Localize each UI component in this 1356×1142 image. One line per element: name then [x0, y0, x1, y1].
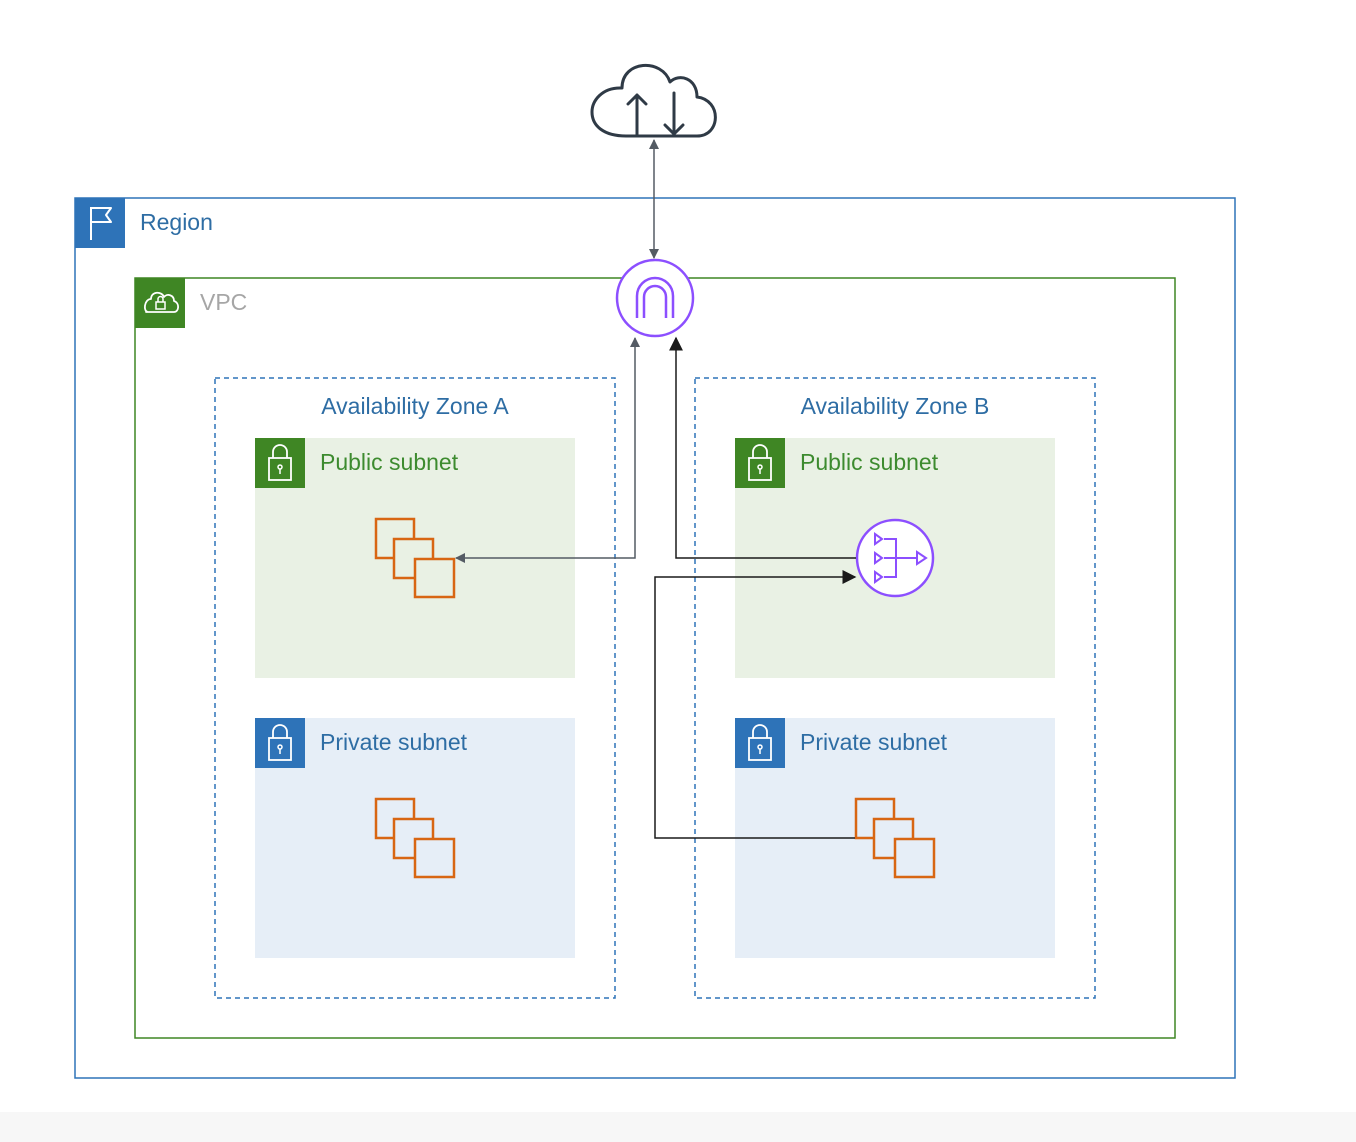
public-instances-link: [455, 337, 640, 563]
instances-icon: [374, 517, 456, 599]
instances-icon: [374, 797, 456, 879]
private-subnet-lock-icon: [735, 718, 785, 768]
private-subnet-a-label: Private subnet: [320, 729, 468, 755]
private-to-nat-link: [654, 570, 857, 839]
public-subnet-lock-icon: [735, 438, 785, 488]
az-a-label: Availability Zone A: [321, 393, 509, 419]
nat-gateway-icon: [855, 518, 935, 598]
az-a-box: [214, 377, 616, 999]
instances-icon: [854, 797, 936, 879]
az-b-box: [694, 377, 1096, 999]
az-b-label: Availability Zone B: [800, 393, 990, 419]
public-subnet-lock-icon: [255, 438, 305, 488]
public-subnet-b-label: Public subnet: [800, 449, 939, 475]
bottom-band: [0, 1112, 1356, 1142]
flag-icon: [75, 198, 125, 248]
region-label: Region: [140, 209, 213, 235]
private-subnet-lock-icon: [255, 718, 305, 768]
nat-to-gateway-link: [669, 336, 856, 559]
vpc-label: VPC: [200, 289, 248, 315]
internet-gateway-icon: [615, 258, 695, 338]
public-subnet-a-label: Public subnet: [320, 449, 459, 475]
private-subnet-b-label: Private subnet: [800, 729, 948, 755]
cloud-lock-icon: [135, 278, 185, 328]
internet-cloud-icon: [590, 64, 717, 138]
